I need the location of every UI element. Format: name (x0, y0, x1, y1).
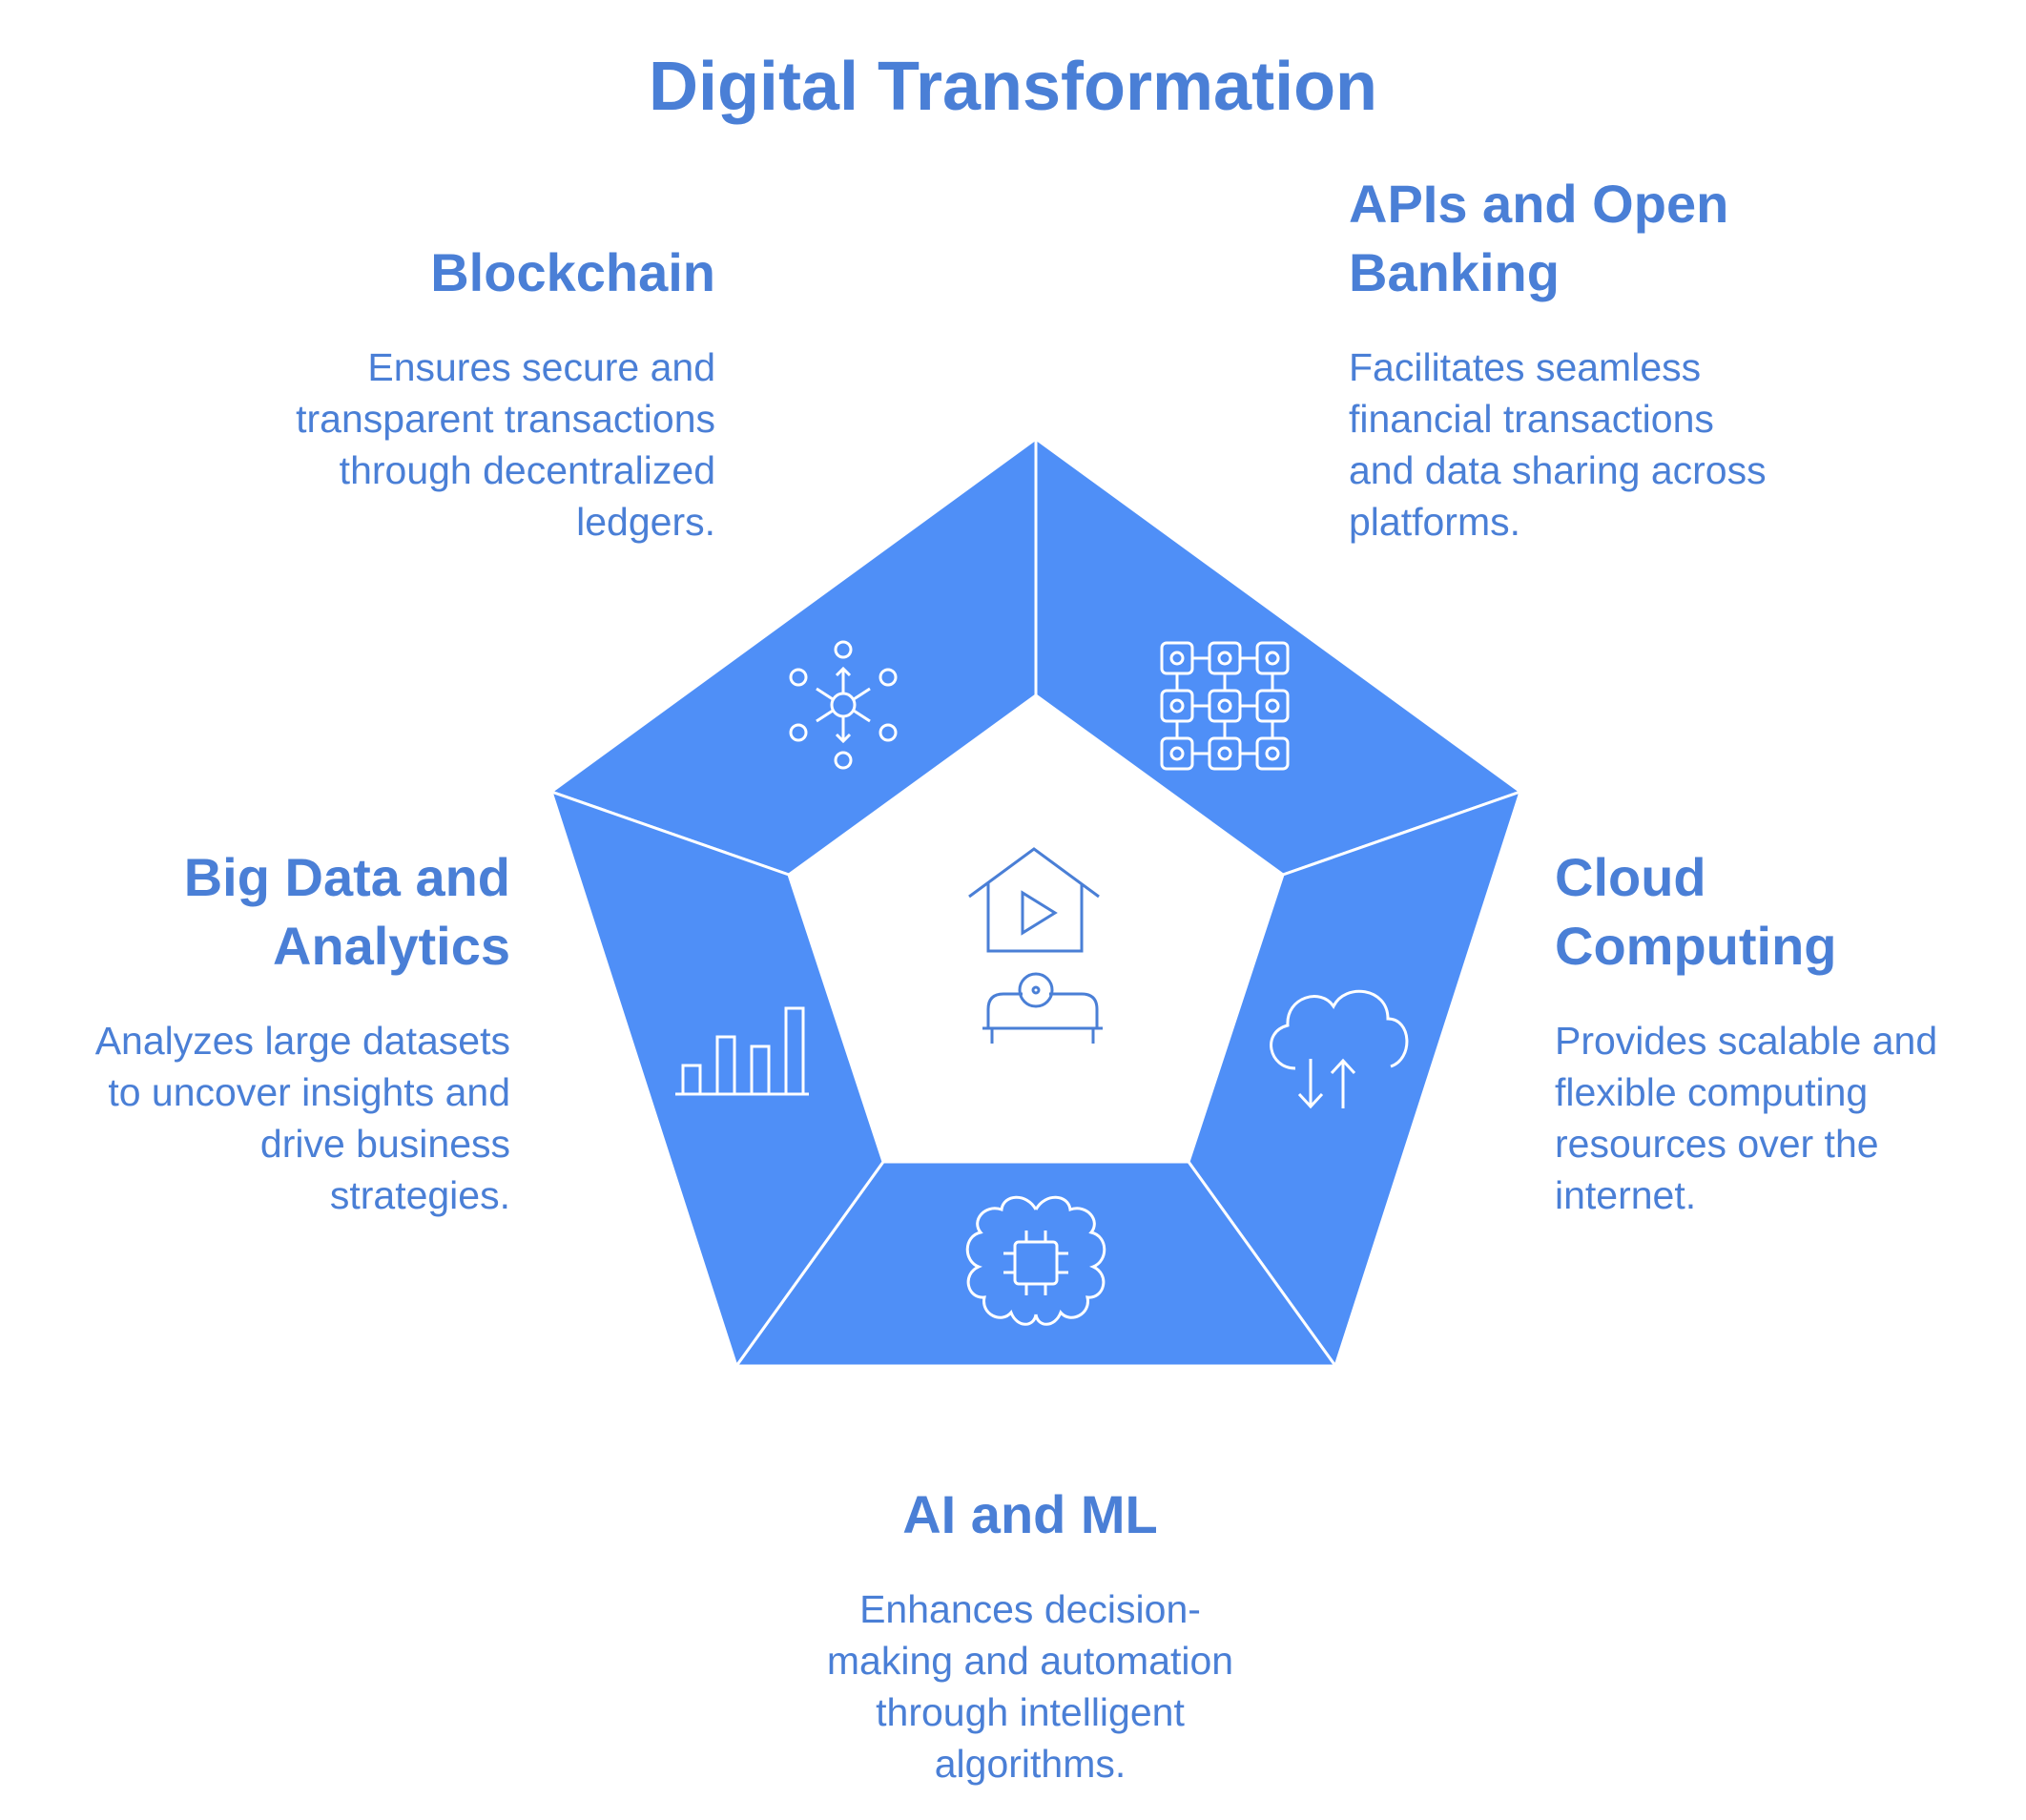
description-line: Enhances decision- (859, 1587, 1201, 1631)
description-line: resources over the (1555, 1122, 1879, 1166)
description-line: algorithms. (934, 1742, 1127, 1786)
description-line: flexible computing (1555, 1070, 1869, 1114)
ai-description: Enhances decision- making and automation… (744, 1583, 1316, 1789)
description-line: platforms. (1349, 500, 1520, 544)
title-line: Computing (1555, 916, 1837, 976)
center-pentagon (787, 693, 1285, 1163)
title-line: Banking (1349, 242, 1560, 302)
description-line: Facilitates seamless (1349, 345, 1702, 389)
cloud-sync-icon (1270, 989, 1409, 1109)
title-line: Big Data and (183, 847, 510, 907)
blockchain-title: Blockchain (430, 242, 715, 302)
title-line: Cloud (1555, 847, 1706, 907)
description-line: ledgers. (576, 500, 715, 544)
cloud-block: Cloud Computing Provides scalable and fl… (1555, 843, 2022, 1221)
title-line: APIs and Open (1349, 174, 1729, 234)
network-hub-icon (789, 640, 898, 770)
description-line: and data sharing across (1349, 448, 1767, 492)
description-line: through decentralized (339, 448, 715, 492)
description-line: internet. (1555, 1173, 1697, 1217)
apis-description: Facilitates seamless financial transacti… (1349, 341, 1883, 548)
bigdata-block: Big Data and Analytics Analyzes large da… (19, 843, 510, 1221)
description-line: to uncover insights and (108, 1070, 510, 1114)
ai-block: AI and ML Enhances decision- making and … (744, 1480, 1316, 1789)
description-line: Provides scalable and (1555, 1019, 1938, 1063)
ai-title: AI and ML (902, 1484, 1158, 1544)
module-grid-icon (1160, 641, 1290, 771)
description-line: financial transactions (1349, 397, 1714, 441)
description-line: Analyzes large datasets (94, 1019, 510, 1063)
bigdata-title: Big Data and Analytics (19, 843, 510, 981)
apis-title: APIs and Open Banking (1349, 170, 1883, 307)
cloud-description: Provides scalable and flexible computing… (1555, 1015, 2022, 1221)
title-line: Analytics (273, 916, 510, 976)
diagram-title: Digital Transformation (648, 49, 1378, 125)
blockchain-block: Blockchain Ensures secure and transparen… (191, 238, 715, 548)
apis-block: APIs and Open Banking Facilitates seamle… (1349, 170, 1883, 548)
bigdata-description: Analyzes large datasets to uncover insig… (19, 1015, 510, 1221)
bar-chart-icon (675, 1006, 809, 1096)
home-media-icon (968, 847, 1103, 1044)
description-line: Ensures secure and (367, 345, 715, 389)
brain-chip-icon (965, 1195, 1106, 1326)
cloud-title: Cloud Computing (1555, 843, 2022, 981)
description-line: making and automation (826, 1639, 1234, 1683)
description-line: through intelligent (876, 1690, 1185, 1734)
description-line: drive business (259, 1122, 510, 1166)
description-line: strategies. (329, 1173, 510, 1217)
description-line: transparent transactions (296, 397, 715, 441)
blockchain-description: Ensures secure and transparent transacti… (191, 341, 715, 548)
